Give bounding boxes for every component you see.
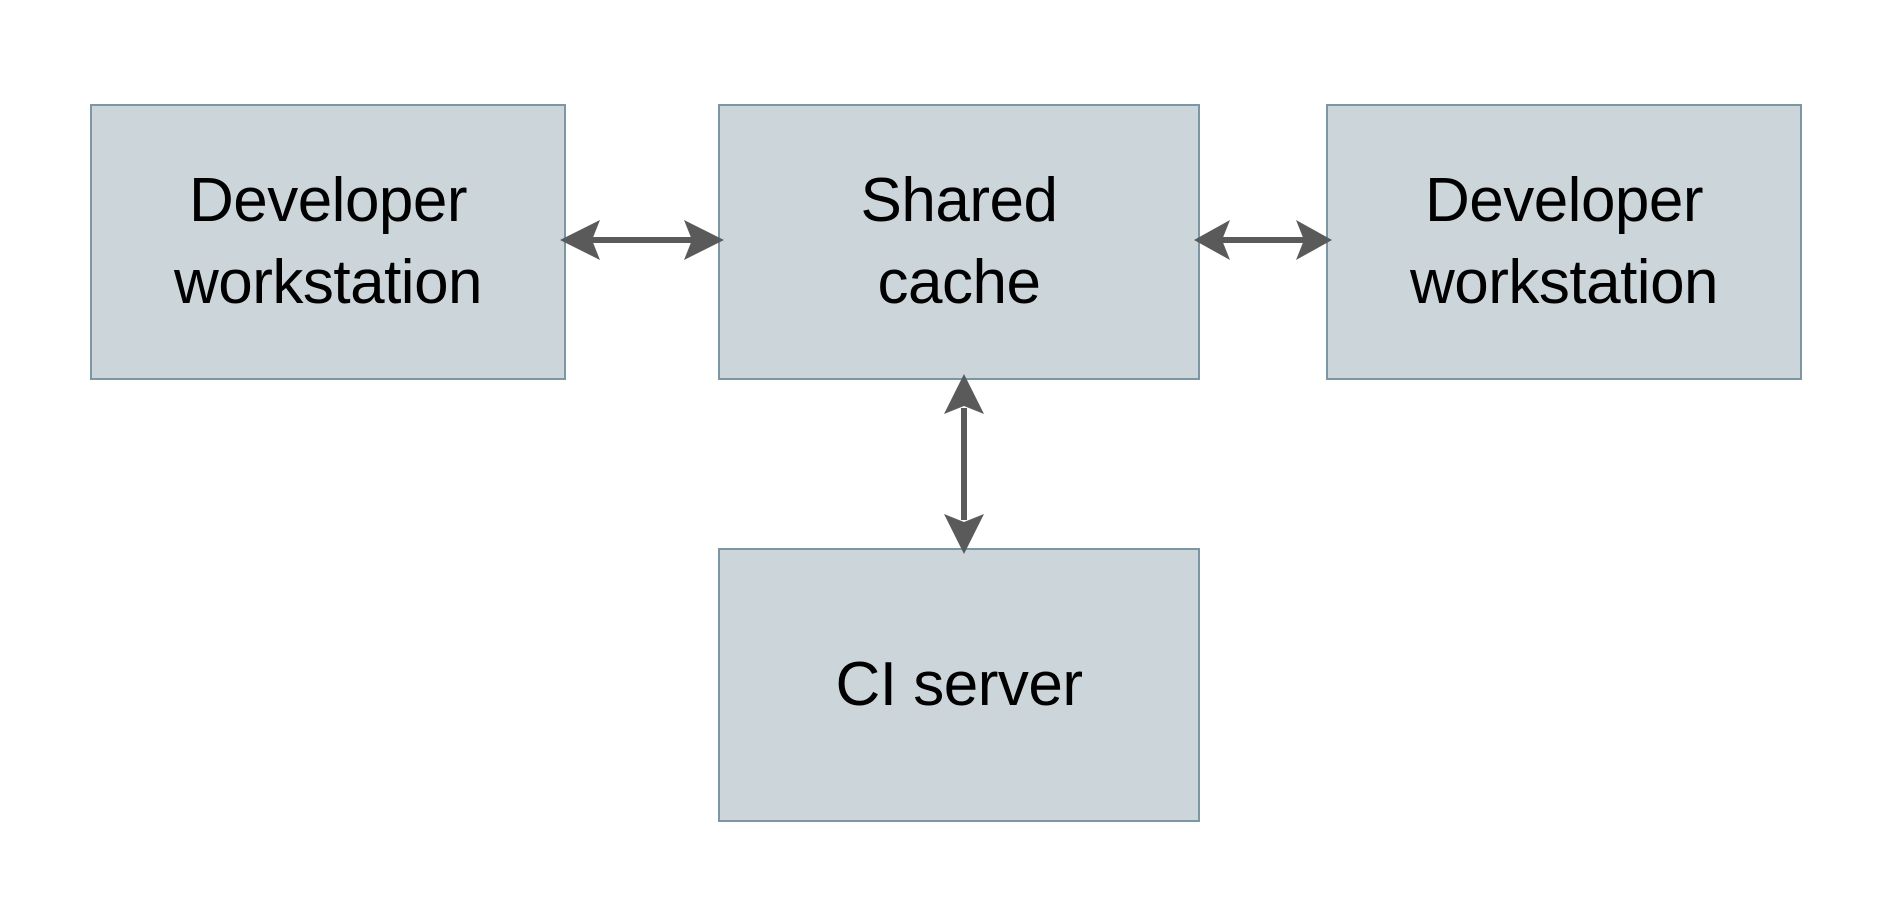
edge-cache-to-dev-right[interactable] — [1194, 196, 1332, 284]
edge-cache-to-ci-server[interactable] — [920, 374, 1008, 554]
node-developer-workstation-left[interactable]: Developer workstation — [90, 104, 566, 380]
node-label: Developer workstation — [1409, 166, 1719, 317]
node-label: Shared cache — [860, 166, 1058, 317]
node-ci-server[interactable]: CI server — [718, 548, 1200, 822]
node-developer-workstation-right[interactable]: Developer workstation — [1326, 104, 1802, 380]
double-arrow-icon — [1194, 220, 1332, 260]
node-label: Developer workstation — [173, 166, 483, 317]
node-shared-cache[interactable]: Shared cache — [718, 104, 1200, 380]
node-label: CI server — [835, 650, 1083, 720]
double-arrow-icon — [560, 220, 724, 260]
double-arrow-icon — [944, 374, 984, 554]
edge-dev-left-to-cache[interactable] — [560, 196, 724, 284]
